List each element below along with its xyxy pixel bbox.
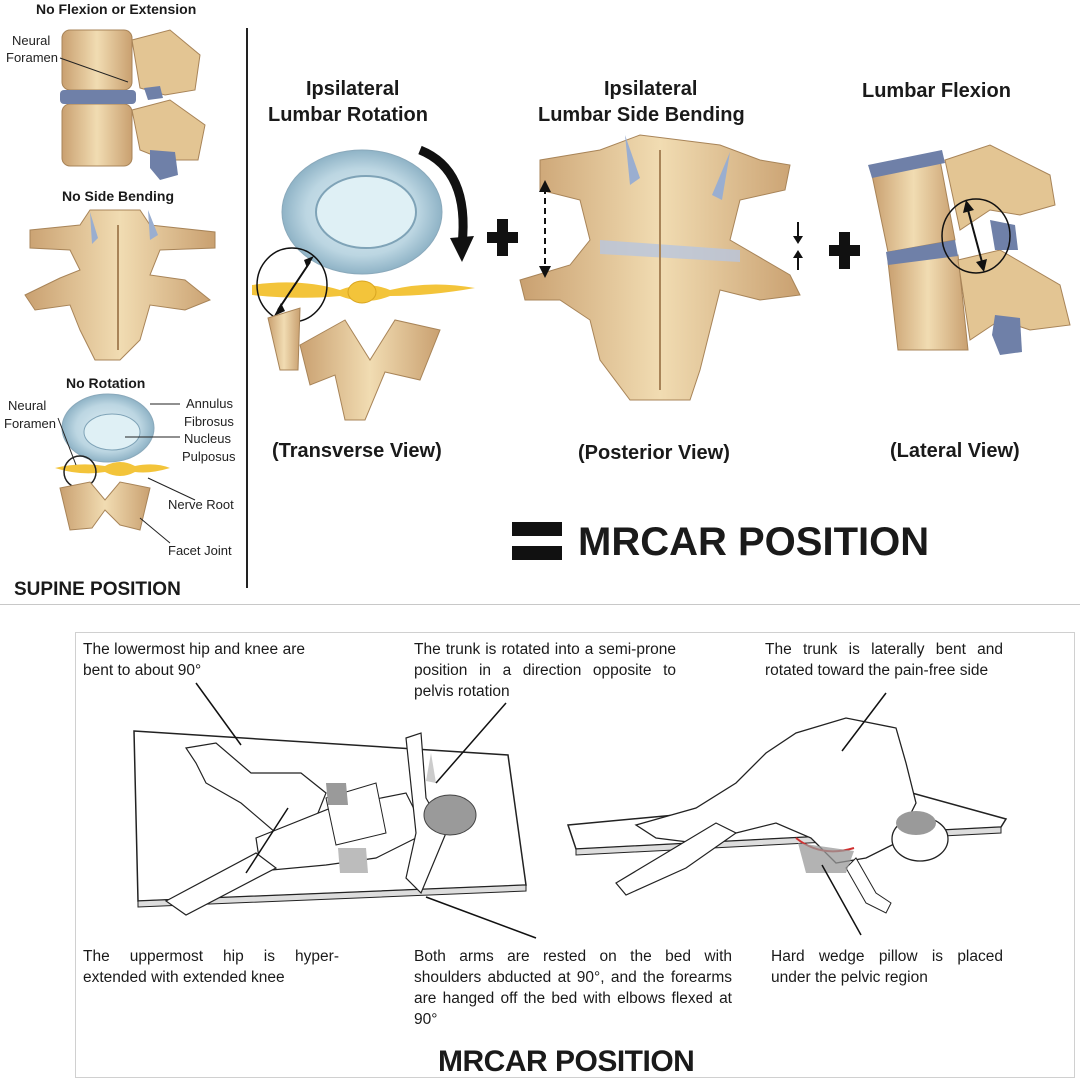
rotation-title-2: Lumbar Rotation <box>268 104 428 126</box>
mrcar-position-illustration <box>133 682 1008 939</box>
neural-foramen-label-top-2: Foramen <box>6 50 59 65</box>
nucleus-label-1: Nucleus <box>184 431 231 446</box>
caption-uppermost-hip: The uppermost hip is hyper-extended with… <box>83 948 339 986</box>
mrcar-title: MRCAR POSITION <box>438 1045 695 1078</box>
rotation-title-1: Ipsilateral <box>306 78 400 100</box>
caption-arms: Both arms are rested on the bed with sho… <box>414 948 732 1028</box>
mrcar-result-label: MRCAR POSITION <box>578 520 930 564</box>
spine-illustrations <box>24 29 1071 560</box>
posterior-view-label: (Posterior View) <box>578 442 730 464</box>
transverse-view-label: (Transverse View) <box>272 440 442 462</box>
side-bending-title-1: Ipsilateral <box>604 78 698 100</box>
caption-trunk-rotated: The trunk is rotated into a semi-prone p… <box>414 641 676 700</box>
right-figure <box>615 717 949 914</box>
neutral-lateral-vertebrae <box>59 29 206 180</box>
spine-mechanics-panel: No Flexion or Extension Neural Foramen N… <box>0 1 1080 605</box>
side-bending-title-2: Lumbar Side Bending <box>538 104 745 126</box>
caption-pillow: Hard wedge pillow is placed under the pe… <box>771 948 1003 986</box>
equals-icon-top <box>512 522 562 536</box>
left-figure <box>164 732 477 916</box>
rotation-transverse-illustration <box>252 145 475 421</box>
lateral-view-label: (Lateral View) <box>890 440 1020 462</box>
neural-foramen-label-bottom-1: Neural <box>8 398 47 413</box>
plus-icon <box>487 219 518 256</box>
caption-hip-knee: The lowermost hip and knee are bent to a… <box>83 641 305 679</box>
no-rotation-label: No Rotation <box>66 375 146 391</box>
flexion-lateral-illustration <box>868 144 1071 355</box>
neural-foramen-label-bottom-2: Foramen <box>4 416 57 431</box>
no-side-bending-label: No Side Bending <box>62 188 174 204</box>
plus-icon <box>829 232 860 269</box>
neutral-posterior-vertebrae <box>24 209 216 361</box>
panel-divider <box>246 28 248 588</box>
flexion-title: Lumbar Flexion <box>862 80 1011 102</box>
side-bending-posterior-illustration <box>519 134 803 401</box>
supine-position-label: SUPINE POSITION <box>14 579 181 600</box>
annulus-label-2: Fibrosus <box>184 414 234 429</box>
caption-trunk-bent: The trunk is laterally bent and rotated … <box>765 641 1003 679</box>
facet-joint-label: Facet Joint <box>168 543 232 558</box>
no-flexion-label: No Flexion or Extension <box>36 1 197 17</box>
equals-icon-bottom <box>512 546 562 560</box>
nerve-root-label: Nerve Root <box>168 497 234 512</box>
neutral-transverse-section <box>55 393 196 544</box>
nucleus-label-2: Pulposus <box>182 449 236 464</box>
neural-foramen-label-top-1: Neural <box>12 33 51 48</box>
mrcar-position-panel: The lowermost hip and knee are bent to a… <box>75 632 1075 1078</box>
annulus-label-1: Annulus <box>186 396 233 411</box>
